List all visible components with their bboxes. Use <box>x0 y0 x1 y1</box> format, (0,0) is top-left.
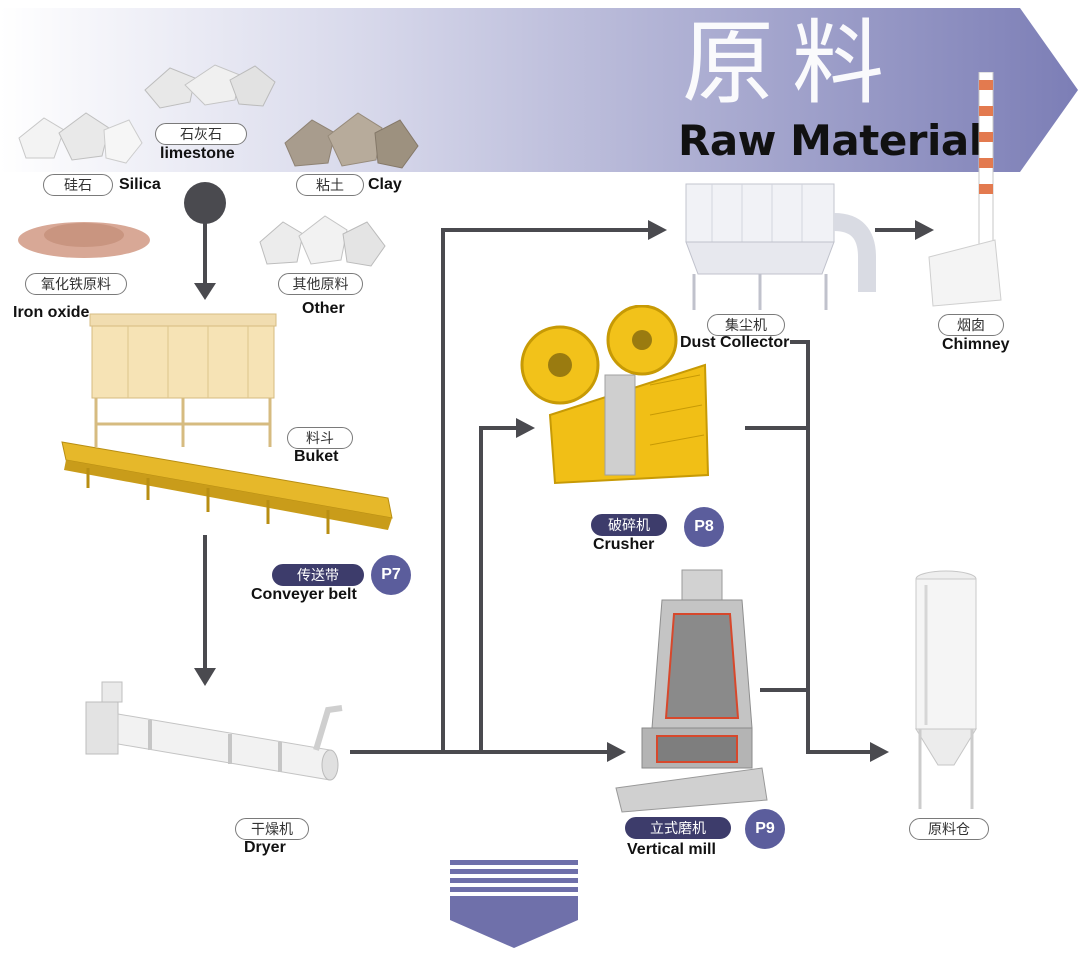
chimney-en-label: Chimney <box>942 336 1010 353</box>
crusher-page-badge: P8 <box>684 507 724 547</box>
dust-collector-cn-label: 集尘机 <box>707 314 785 336</box>
chimney-cn-label: 烟囱 <box>938 314 1004 336</box>
next-section-arrow-icon <box>450 860 578 948</box>
silo-cn-label: 原料仓 <box>909 818 989 840</box>
silo-image <box>915 570 977 809</box>
clay-en-label: Clay <box>368 176 402 193</box>
silica-cn-label: 硅石 <box>43 174 113 196</box>
dryer-image <box>85 681 343 781</box>
chimney-image <box>928 72 1002 307</box>
mill-page-badge: P9 <box>745 809 785 849</box>
other-material-image <box>259 215 386 267</box>
crusher-en-label: Crusher <box>593 536 655 553</box>
limestone-image <box>144 64 276 109</box>
bucket-en-label: Buket <box>294 448 339 465</box>
other-cn-label: 其他原料 <box>278 273 363 295</box>
title-english: Raw Material <box>678 116 983 165</box>
limestone-en-label: limestone <box>160 145 235 162</box>
crusher-image <box>520 305 710 485</box>
vertical-mill-image <box>615 569 768 813</box>
dust-collector-image <box>685 183 876 310</box>
header-banner <box>0 8 1078 172</box>
bucket-image <box>89 313 277 447</box>
bucket-cn-label: 料斗 <box>287 427 353 449</box>
conveyer-cn-label: 传送带 <box>272 564 364 586</box>
dryer-en-label: Dryer <box>244 839 286 856</box>
iron-oxide-image <box>18 222 150 258</box>
mill-en-label: Vertical mill <box>627 841 716 858</box>
other-en-label: Other <box>302 300 345 317</box>
conveyer-page-badge: P7 <box>371 555 411 595</box>
clay-cn-label: 粘土 <box>296 174 364 196</box>
silica-en-label: Silica <box>119 176 161 193</box>
iron-oxide-cn-label: 氧化铁原料 <box>25 273 127 295</box>
crusher-cn-label: 破碎机 <box>591 514 667 536</box>
conveyer-en-label: Conveyer belt <box>251 586 357 603</box>
title-chinese: 原料 <box>682 10 903 117</box>
clay-image <box>284 112 419 169</box>
iron-oxide-en-label: Iron oxide <box>13 304 90 321</box>
limestone-cn-label: 石灰石 <box>155 123 247 145</box>
dust-collector-en-label: Dust Collector <box>680 334 790 351</box>
conveyer-belt-image <box>61 441 393 534</box>
mill-cn-label: 立式磨机 <box>625 817 731 839</box>
silica-image <box>18 112 143 164</box>
dryer-cn-label: 干燥机 <box>235 818 309 840</box>
